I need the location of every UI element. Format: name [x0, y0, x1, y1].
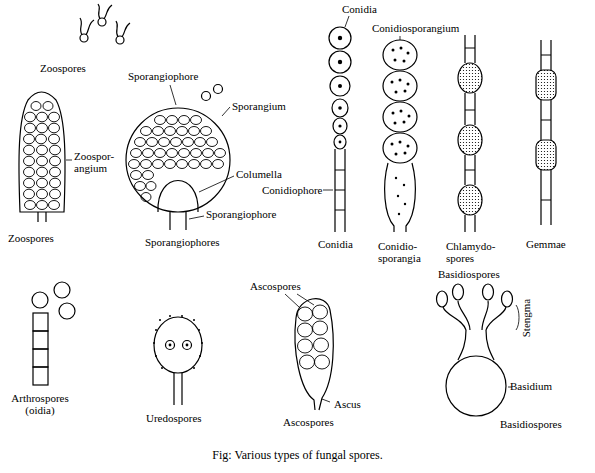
part-label: Sporangiophore — [206, 208, 276, 220]
part-label: Conidio- sporangia — [378, 240, 428, 264]
part-label: Conidiophore — [262, 184, 323, 196]
part-label: Columella — [236, 168, 282, 180]
part-label: Chlamydo- spores — [446, 240, 500, 264]
part-label: Ascospores — [250, 280, 301, 292]
part-label: Ascospores — [283, 416, 334, 428]
part-label: Sporangiophore — [128, 70, 198, 82]
part-label: Stengma — [520, 299, 532, 338]
part-label: Sporangium — [232, 100, 286, 112]
part-label: Basidiospores — [500, 418, 562, 430]
part-label: Conidia — [342, 3, 377, 15]
part-label: Zoospores — [40, 62, 86, 74]
part-label: Gemmae — [526, 238, 566, 250]
part-label: Basidium — [510, 380, 552, 392]
part-label: Arthrospores (oidia) — [5, 392, 75, 416]
part-label: Uredospores — [146, 412, 202, 424]
part-label: Zoospor- angium — [74, 150, 120, 174]
figure-caption: Fig: Various types of fungal spores. — [0, 448, 595, 463]
part-label: Sporangiophores — [145, 236, 220, 248]
part-label: Conidiosporangium — [372, 22, 459, 34]
part-label: Zoospores — [8, 232, 54, 244]
part-label: Conidia — [318, 238, 353, 250]
part-label: Ascus — [334, 398, 361, 410]
part-label: Basidiospores — [438, 268, 500, 280]
